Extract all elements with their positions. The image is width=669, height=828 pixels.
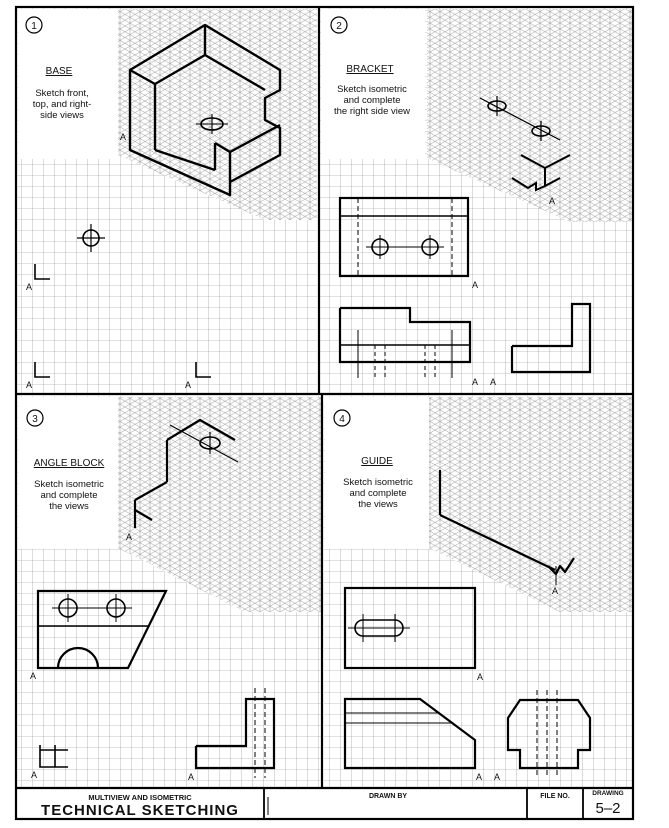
bracket-front-reference-mark: A [472,377,478,387]
base-isometric-sketch [128,23,282,197]
bracket-iso-reference-mark: A [549,196,555,206]
panel-4-number-circle [333,409,351,427]
panel-4-instruction-line: Sketch isometric [343,477,413,488]
angle-block-small-reference-mark: A [31,770,37,780]
guide-iso-reference-mark: A [552,586,558,596]
panel-3-instruction-line: Sketch isometric [34,479,104,490]
guide-front-view [343,697,477,770]
bracket-right-side-view [510,302,592,374]
file-no-label: FILE NO. [540,793,570,800]
title-block-subtitle: MULTIVIEW AND ISOMETRIC [88,793,192,802]
panel-1-instruction-line: side views [40,110,84,121]
panel-1-instruction-line: Sketch front, [35,88,88,99]
bracket-top-view [338,196,470,278]
bracket-front-view [338,306,472,364]
panel-2-number-circle [330,16,348,34]
panel-4-number: 4 [339,414,345,425]
panel-1-title: BASE [46,66,73,77]
title-block [263,788,584,819]
base-reference-mark: A [185,380,191,390]
panel-1-reference-mark: A [120,132,126,142]
guide-isometric-sketch [438,470,575,576]
drawing-label: DRAWING [592,790,623,797]
sheet-border [14,5,635,821]
angle-block-iso-reference-mark: A [126,532,132,542]
angle-block-side-reference-mark: A [188,772,194,782]
panel-3-number: 3 [32,414,38,425]
bracket-top-reference-mark: A [472,280,478,290]
panel-2-iso-grid [427,9,632,222]
panel-1-number-circle [25,16,43,34]
panel-4-instruction-line: the views [358,499,398,510]
guide-top-reference-mark: A [477,672,483,682]
title-block-title: TECHNICAL SKETCHING [41,802,239,819]
angle-block-isometric-sketch [133,418,236,528]
panel-2-instruction-line: and complete [343,95,400,106]
panel-3-instruction-line: the views [49,501,89,512]
base-reference-mark: A [26,380,32,390]
angle-block-side-view [194,697,276,770]
panel-3-iso-grid [118,397,321,612]
panel-1-number: 1 [31,21,37,32]
drawn-by-label: DRAWN BY [369,793,407,800]
drawing-number: 5–2 [595,800,620,817]
panel-3-title: ANGLE BLOCK [34,458,105,469]
angle-block-front-reference-mark: A [30,671,36,681]
panel-2-title: BRACKET [346,64,393,75]
panel-3-number-circle [26,409,44,427]
angle-block-small-view [39,745,68,768]
panel-1-instruction-line: top, and right- [33,99,92,110]
angle-block-front-view [36,589,168,670]
guide-side-reference-mark: A [494,772,500,782]
panel-3-instruction-line: and complete [40,490,97,501]
base-reference-mark: A [26,282,32,292]
bracket-isometric-sketch [479,96,571,192]
panel-4-instruction-line: and complete [349,488,406,499]
guide-front-reference-mark: A [476,772,482,782]
guide-side-view [506,698,592,770]
panel-4-title: GUIDE [361,456,393,467]
panel-2-number: 2 [336,21,342,32]
base-hole-centerline [77,224,105,252]
panel-2-instruction-line: the right side view [334,106,410,117]
bracket-side-reference-mark: A [490,377,496,387]
panel-2-instruction-line: Sketch isometric [337,84,407,95]
panel-4-iso-grid [429,397,632,612]
